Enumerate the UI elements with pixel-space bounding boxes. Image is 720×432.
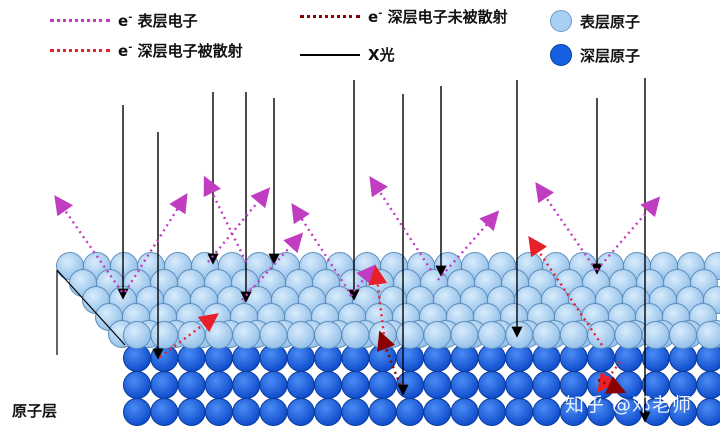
deep-atom	[123, 371, 151, 399]
surface-electron-arrow	[437, 210, 500, 281]
surface-atom	[123, 321, 151, 349]
surface-atom	[150, 321, 179, 349]
deep-atom	[368, 398, 397, 426]
deep-atom	[314, 371, 343, 399]
surface-atom	[177, 321, 206, 349]
surface-atom	[614, 321, 643, 349]
deep-atom	[423, 398, 452, 426]
deep-unscattered-electron-arrow	[597, 376, 627, 394]
deep-atom	[396, 371, 424, 399]
legend-surface-electron: e- 表层电子	[50, 10, 198, 31]
deep-atom-swatch	[550, 44, 572, 66]
surface-atom	[696, 321, 720, 349]
surface-atom	[669, 321, 697, 349]
surface-atom	[450, 321, 479, 349]
deep-atom	[204, 371, 233, 399]
surface-atom	[341, 321, 370, 349]
surface-electron-arrow	[123, 192, 188, 293]
deep-atom	[477, 398, 506, 426]
legend-xray: X光	[300, 44, 395, 65]
xray-line-sample	[300, 53, 360, 56]
deep-atom	[368, 371, 397, 399]
surface-atom	[423, 321, 452, 349]
layer-edge-line	[56, 269, 126, 346]
deep-atom	[259, 398, 288, 426]
rays	[54, 78, 661, 423]
deep-atom	[450, 371, 479, 399]
surface-atom	[286, 321, 315, 349]
surface-electron-line-sample	[50, 19, 110, 22]
legend-surface-electron-label: e- 表层电子	[118, 12, 198, 30]
deep-scattered-line-sample	[50, 49, 110, 52]
deep-atom	[505, 371, 534, 399]
deep-atom	[696, 371, 720, 399]
legend-deep-atom: 深层原子	[550, 44, 640, 66]
surface-electron-arrow	[535, 182, 597, 271]
surface-electron-arrow	[54, 195, 123, 293]
deep-atom	[177, 398, 206, 426]
legend-deep-scattered-label: e- 深层电子被散射	[118, 42, 243, 60]
surface-atom	[641, 321, 670, 349]
watermark: 知乎 @邓老师	[565, 394, 693, 416]
legend-deep-atom-label: 深层原子	[580, 46, 641, 65]
surface-atom	[232, 321, 261, 349]
surface-atom	[368, 321, 397, 349]
legend-deep-unscattered-label: e- 深层电子未被散射	[368, 8, 508, 26]
deep-atom	[232, 398, 261, 426]
deep-atom	[314, 398, 343, 426]
surface-atom	[505, 321, 534, 349]
legend-deep-scattered: e- 深层电子被散射	[50, 40, 243, 61]
surface-atom	[259, 321, 288, 349]
surface-atom	[396, 321, 424, 349]
surface-atom	[559, 321, 588, 349]
deep-atom	[341, 371, 370, 399]
deep-atom	[532, 398, 561, 426]
deep-atom	[150, 398, 179, 426]
deep-atom	[286, 398, 315, 426]
surface-atom-swatch	[550, 10, 572, 32]
deep-atom	[232, 371, 261, 399]
deep-atom	[204, 398, 233, 426]
surface-atom	[314, 321, 343, 349]
legend-xray-label: X光	[368, 46, 395, 64]
surface-atom	[477, 321, 506, 349]
surface-electron-arrow	[203, 175, 248, 263]
deep-atom	[286, 371, 315, 399]
surface-atom	[532, 321, 561, 349]
deep-atom	[450, 398, 479, 426]
deep-atom	[150, 371, 179, 399]
surface-atom	[204, 321, 233, 349]
deep-atom	[505, 398, 534, 426]
legend-surface-atom: 表层原子	[550, 10, 640, 32]
deep-atom	[177, 371, 206, 399]
atom-spheres	[56, 252, 720, 426]
deep-atom	[396, 398, 424, 426]
deep-atom	[123, 398, 151, 426]
deep-atom	[696, 398, 720, 426]
deep-atom	[259, 371, 288, 399]
deep-atom	[423, 371, 452, 399]
deep-atom	[532, 371, 561, 399]
deep-atom	[341, 398, 370, 426]
atom-layer-label: 原子层	[12, 402, 58, 420]
legend-deep-unscattered: e- 深层电子未被散射	[300, 6, 508, 27]
deep-atom	[477, 371, 506, 399]
deep-unscattered-line-sample	[300, 15, 360, 18]
surface-electron-arrow	[241, 232, 304, 301]
legend-surface-atom-label: 表层原子	[580, 12, 641, 31]
